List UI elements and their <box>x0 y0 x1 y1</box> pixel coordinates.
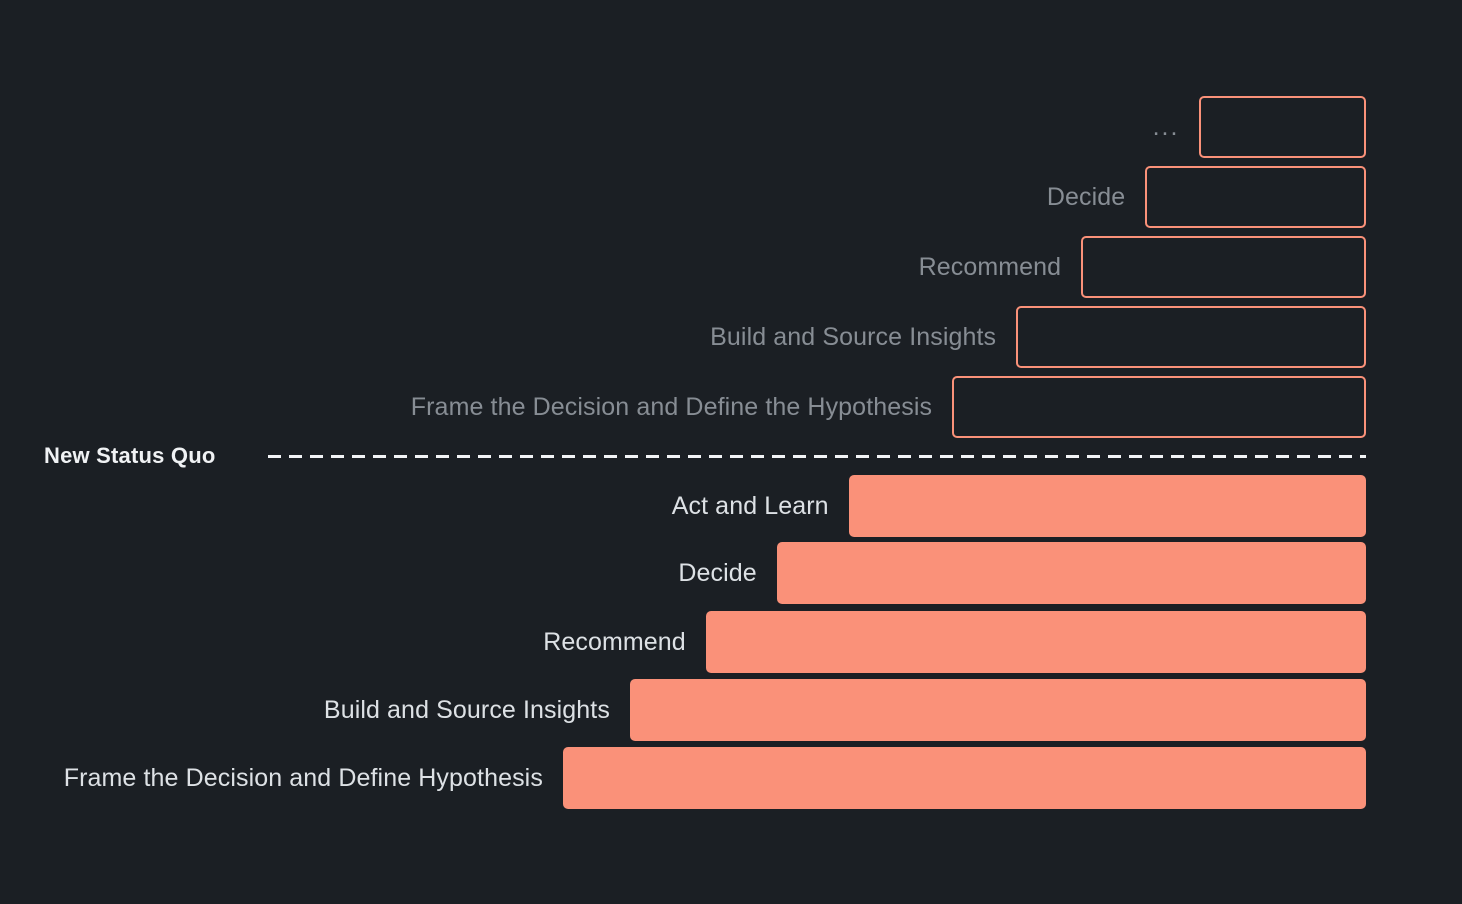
stage-row[interactable]: Act and Learn <box>0 475 1366 537</box>
stage-row-label: Act and Learn <box>671 491 829 520</box>
new-status-quo-divider: New Status Quo <box>0 440 1462 472</box>
stage-row-label: Decide <box>1046 182 1126 211</box>
stage-row-label: Decide <box>678 558 757 587</box>
stage-row[interactable]: Build and Source Insights <box>0 679 1366 741</box>
stage-bar-outlined[interactable] <box>1145 166 1366 228</box>
stage-row[interactable]: Frame the Decision and Define the Hypoth… <box>0 376 1366 438</box>
dashed-divider-line <box>268 455 1366 458</box>
stage-row[interactable]: Decide <box>0 166 1366 228</box>
stage-row[interactable]: Recommend <box>0 611 1366 673</box>
stage-row[interactable]: Recommend <box>0 236 1366 298</box>
stage-row[interactable]: ... <box>0 96 1366 158</box>
new-status-quo-label: New Status Quo <box>44 443 216 468</box>
stage-bar-outlined[interactable] <box>1199 96 1366 158</box>
stage-bar-outlined[interactable] <box>1081 236 1366 298</box>
stage-bar-filled[interactable] <box>848 475 1366 537</box>
stage-row-label: Recommend <box>918 252 1062 281</box>
stage-bar-filled[interactable] <box>705 611 1366 673</box>
stage-row[interactable]: Frame the Decision and Define Hypothesis <box>0 747 1366 809</box>
stage-row-label: Frame the Decision and Define the Hypoth… <box>410 392 933 421</box>
stage-row-label: Build and Source Insights <box>323 695 610 724</box>
stage-row[interactable]: Build and Source Insights <box>0 306 1366 368</box>
stage-bar-outlined[interactable] <box>1016 306 1366 368</box>
stage-row[interactable]: Decide <box>0 542 1366 604</box>
stage-bar-filled[interactable] <box>562 747 1366 809</box>
stage-row-label: Frame the Decision and Define Hypothesis <box>63 763 543 792</box>
stage-bar-filled[interactable] <box>629 679 1366 741</box>
ellipsis-icon: ... <box>1152 112 1180 141</box>
stage-row-label: Recommend <box>543 627 686 656</box>
stage-bar-filled[interactable] <box>776 542 1366 604</box>
stage-row-label: Build and Source Insights <box>710 322 997 351</box>
stage-bar-outlined[interactable] <box>952 376 1366 438</box>
